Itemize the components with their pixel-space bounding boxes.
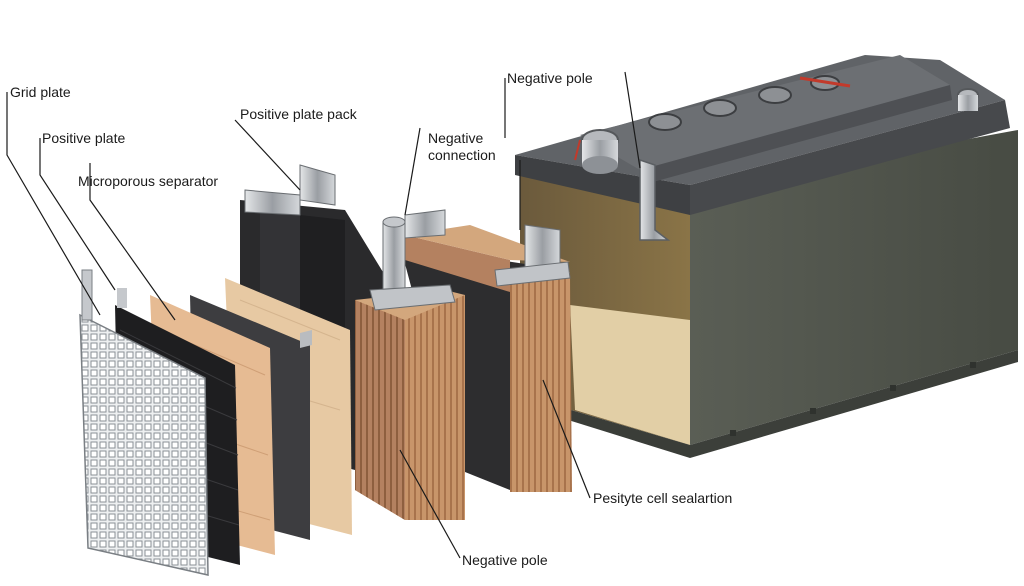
negative-connection-label: Negative connection [428,130,496,163]
leader-positive-plate [39,138,116,291]
leader-grid-plate [6,92,101,316]
negative-pole-bottom-label: Negative pole [462,552,548,568]
pesityte-cell-label: Pesityte cell sealartion [593,490,733,506]
negative-terminal [581,129,619,174]
leader-lines [6,71,641,559]
leader-negative-pole-top-2 [624,71,641,169]
negative-pole-top-label: Negative pole [507,70,593,86]
leader-positive-plate-pack [234,119,301,191]
grid-plate-label: Grid plate [10,84,71,100]
grid-plate-sheet [79,269,209,576]
leader-microporous-separator [89,163,176,321]
positive-plate-label: Positive plate [42,130,126,146]
leader-negative-pole-bottom [399,449,461,559]
microporous-separator-label: Microporous separator [78,173,219,189]
leader-pesityte-cell [542,379,591,499]
positive-plate-pack-label: Positive plate pack [240,106,357,122]
battery-case [515,55,1018,458]
positive-terminal [957,88,979,111]
leader-negative-connection-a [404,127,421,216]
